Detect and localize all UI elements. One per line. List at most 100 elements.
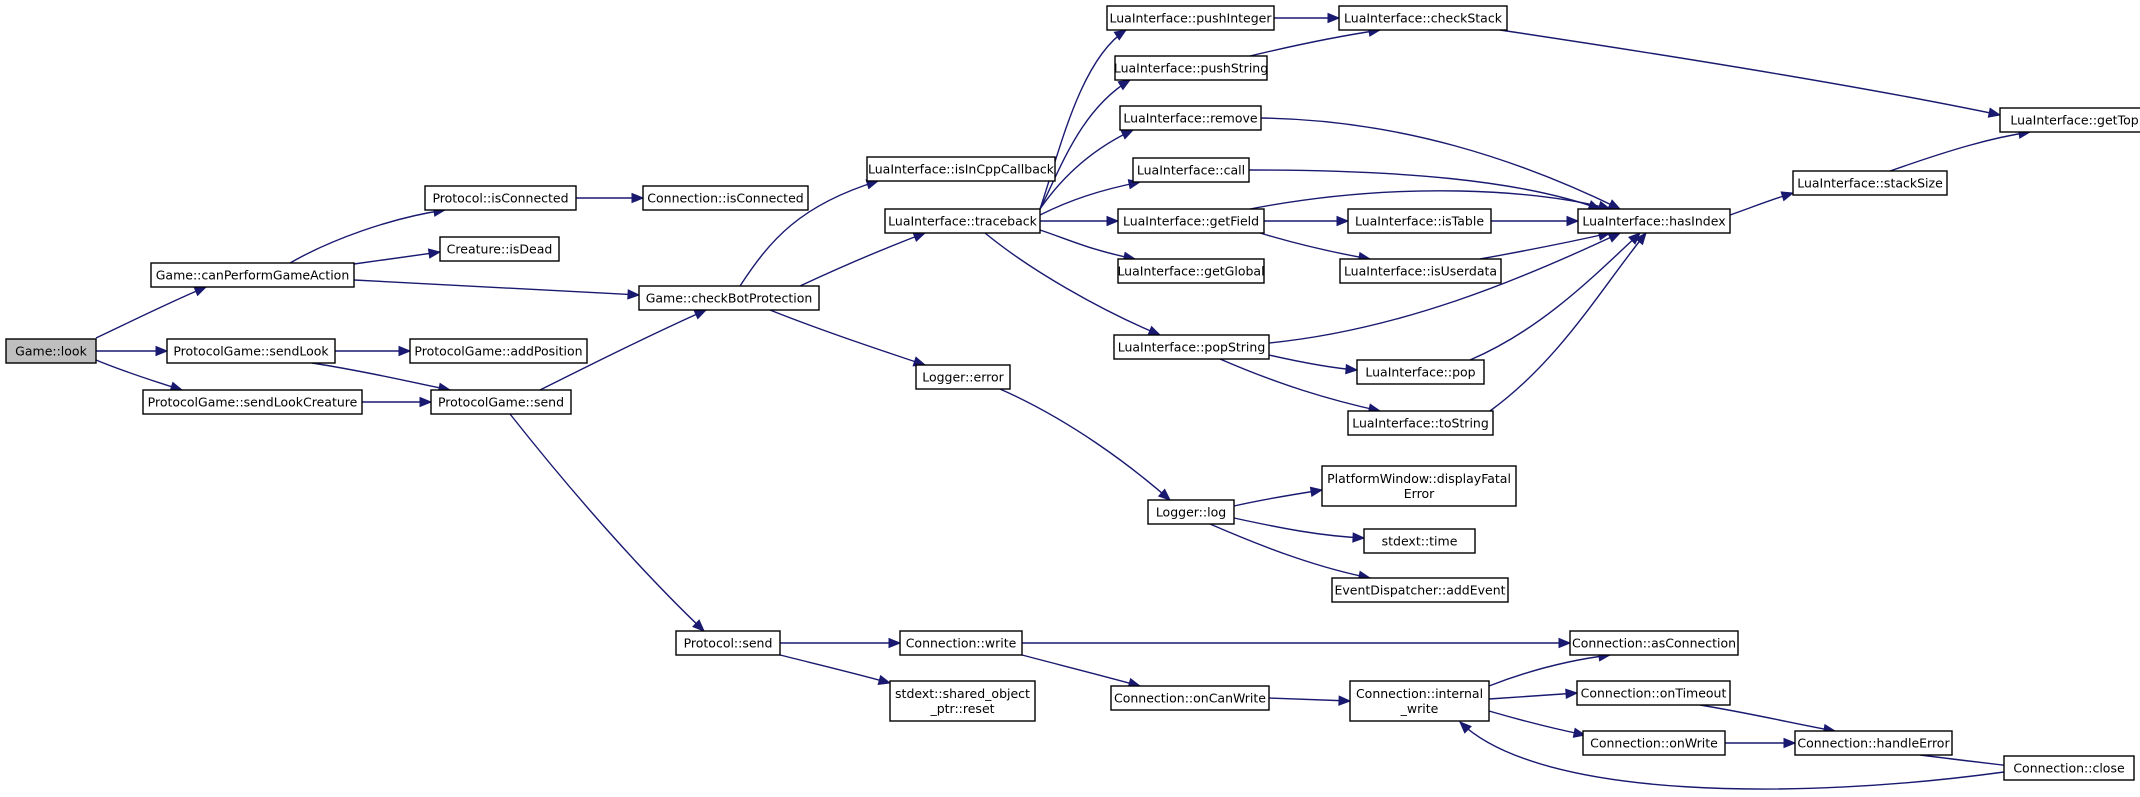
graph-node-n7[interactable]: ProtocolGame::addPosition bbox=[409, 338, 588, 364]
graph-node-n22[interactable]: LuaInterface::getGlobal bbox=[1117, 258, 1265, 284]
edge-n42-n34 bbox=[1459, 721, 2005, 790]
graph-node-n39[interactable]: LuaInterface::getTop bbox=[1999, 107, 2140, 133]
arrowhead-icon bbox=[398, 345, 412, 357]
graph-node-n2[interactable]: Game::canPerformGameAction bbox=[150, 262, 355, 288]
node-box bbox=[430, 389, 572, 415]
node-box bbox=[1147, 499, 1235, 525]
node-box bbox=[675, 630, 781, 656]
arrowhead-icon bbox=[1309, 486, 1324, 497]
arrowhead-icon bbox=[1327, 12, 1341, 24]
edge-line bbox=[1488, 692, 1578, 700]
edge-n1-n3 bbox=[96, 345, 169, 357]
node-label: LuaInterface::popString bbox=[1118, 340, 1266, 355]
graph-node-n25[interactable]: Connection::onCanWrite bbox=[1110, 685, 1270, 711]
graph-node-n8[interactable]: ProtocolGame::send bbox=[430, 389, 572, 415]
graph-node-n17[interactable]: LuaInterface::pushInteger bbox=[1106, 5, 1275, 31]
node-label: LuaInterface::getTop bbox=[2010, 113, 2138, 128]
arrowhead-icon bbox=[1459, 721, 1472, 734]
graph-node-n37[interactable]: Connection::onTimeout bbox=[1576, 680, 1731, 706]
graph-node-n19[interactable]: LuaInterface::remove bbox=[1119, 105, 1262, 131]
edge-n30-n35 bbox=[1489, 231, 1647, 412]
graph-node-n40[interactable]: LuaInterface::stackSize bbox=[1792, 170, 1948, 196]
graph-node-n9[interactable]: Connection::isConnected bbox=[642, 185, 809, 211]
arrowhead-icon bbox=[1780, 191, 1795, 202]
edge-line bbox=[1039, 29, 1127, 210]
node-label: LuaInterface::checkStack bbox=[1344, 11, 1503, 26]
node-box bbox=[889, 680, 1036, 722]
edge-line bbox=[1459, 721, 2005, 790]
arrowhead-icon bbox=[692, 619, 705, 632]
node-box bbox=[1569, 630, 1739, 656]
graph-node-n10[interactable]: Game::checkBotProtection bbox=[638, 285, 820, 311]
graph-node-n38[interactable]: Connection::onWrite bbox=[1582, 730, 1726, 756]
graph-node-n18[interactable]: LuaInterface::pushString bbox=[1114, 55, 1268, 81]
graph-node-n41[interactable]: Connection::handleError bbox=[1794, 730, 1953, 756]
node-label: Game::checkBotProtection bbox=[646, 291, 813, 306]
edge-line bbox=[1233, 517, 1365, 539]
graph-node-n23[interactable]: LuaInterface::popString bbox=[1113, 334, 1270, 360]
node-box bbox=[1114, 55, 1268, 81]
graph-node-n13[interactable]: LuaInterface::traceback bbox=[884, 208, 1041, 234]
node-box bbox=[1338, 5, 1508, 31]
node-label: Connection::onCanWrite bbox=[1114, 691, 1266, 706]
node-box bbox=[166, 338, 336, 364]
node-box bbox=[424, 185, 577, 211]
node-box bbox=[899, 630, 1023, 656]
node-label: LuaInterface::isInCppCallback bbox=[868, 162, 1055, 177]
node-label: LuaInterface::stackSize bbox=[1797, 176, 1943, 191]
graph-node-n24[interactable]: Logger::log bbox=[1147, 499, 1235, 525]
node-label: Error bbox=[1404, 486, 1435, 501]
graph-node-n32[interactable]: stdext::time bbox=[1363, 528, 1476, 554]
graph-node-n34[interactable]: Connection::internal_write bbox=[1349, 680, 1490, 722]
graph-node-n36[interactable]: Connection::asConnection bbox=[1569, 630, 1739, 656]
graph-node-n4[interactable]: ProtocolGame::sendLookCreature bbox=[142, 389, 363, 415]
node-box bbox=[1321, 465, 1517, 507]
graph-node-n15[interactable]: Connection::write bbox=[899, 630, 1023, 656]
graph-node-n28[interactable]: LuaInterface::isUserdata bbox=[1339, 258, 1502, 284]
edge-n2-n10 bbox=[353, 279, 641, 300]
node-label: Connection::isConnected bbox=[647, 191, 803, 206]
edge-n13-n23 bbox=[984, 232, 1162, 336]
arrowhead-icon bbox=[1558, 637, 1572, 649]
edge-line bbox=[1021, 654, 1141, 687]
graph-node-n33[interactable]: EventDispatcher::addEvent bbox=[1331, 577, 1509, 603]
node-box bbox=[1582, 730, 1726, 756]
edge-line bbox=[353, 251, 441, 265]
arrowhead-icon bbox=[1607, 232, 1622, 243]
graph-node-n11[interactable]: Protocol::send bbox=[675, 630, 781, 656]
node-box bbox=[439, 236, 560, 262]
graph-node-n26[interactable]: LuaInterface::checkStack bbox=[1338, 5, 1508, 31]
graph-node-n30[interactable]: LuaInterface::toString bbox=[1347, 410, 1494, 436]
node-box bbox=[1363, 528, 1476, 554]
edge-line bbox=[353, 279, 640, 296]
edge-n11-n16 bbox=[779, 654, 892, 686]
graph-node-n12[interactable]: LuaInterface::isInCppCallback bbox=[866, 156, 1056, 182]
graph-node-n21[interactable]: LuaInterface::getField bbox=[1117, 208, 1265, 234]
graph-node-n42[interactable]: Connection::close bbox=[2003, 755, 2135, 781]
node-label: _write bbox=[1400, 701, 1439, 716]
graph-node-n14[interactable]: Logger::error bbox=[915, 364, 1011, 390]
graph-node-n6[interactable]: Creature::isDead bbox=[439, 236, 560, 262]
edge-line bbox=[1249, 29, 1381, 57]
edge-line bbox=[95, 359, 183, 391]
graph-node-n35[interactable]: LuaInterface::hasIndex bbox=[1577, 208, 1731, 234]
edge-n27-n35 bbox=[1491, 215, 1580, 227]
edge-n29-n35 bbox=[1469, 232, 1641, 361]
graph-node-n27[interactable]: LuaInterface::isTable bbox=[1347, 208, 1492, 234]
edge-n23-n30 bbox=[1219, 358, 1382, 414]
node-label: ProtocolGame::sendLook bbox=[173, 344, 329, 359]
graph-node-n16[interactable]: stdext::shared_object_ptr::reset bbox=[889, 680, 1036, 722]
node-box bbox=[1349, 680, 1490, 722]
graph-node-n5[interactable]: Protocol::isConnected bbox=[424, 185, 577, 211]
graph-node-n29[interactable]: LuaInterface::pop bbox=[1356, 359, 1485, 385]
graph-node-n20[interactable]: LuaInterface::call bbox=[1132, 157, 1250, 183]
node-label: ProtocolGame::addPosition bbox=[414, 344, 582, 359]
arrowhead-icon bbox=[1147, 325, 1162, 336]
edge-line bbox=[539, 309, 707, 391]
graph-node-n3[interactable]: ProtocolGame::sendLook bbox=[166, 338, 336, 364]
edge-n21-n28 bbox=[1259, 232, 1372, 263]
graph-node-n1[interactable]: Game::look bbox=[5, 338, 97, 364]
edge-line bbox=[311, 362, 451, 391]
edge-n3-n7 bbox=[335, 345, 412, 357]
